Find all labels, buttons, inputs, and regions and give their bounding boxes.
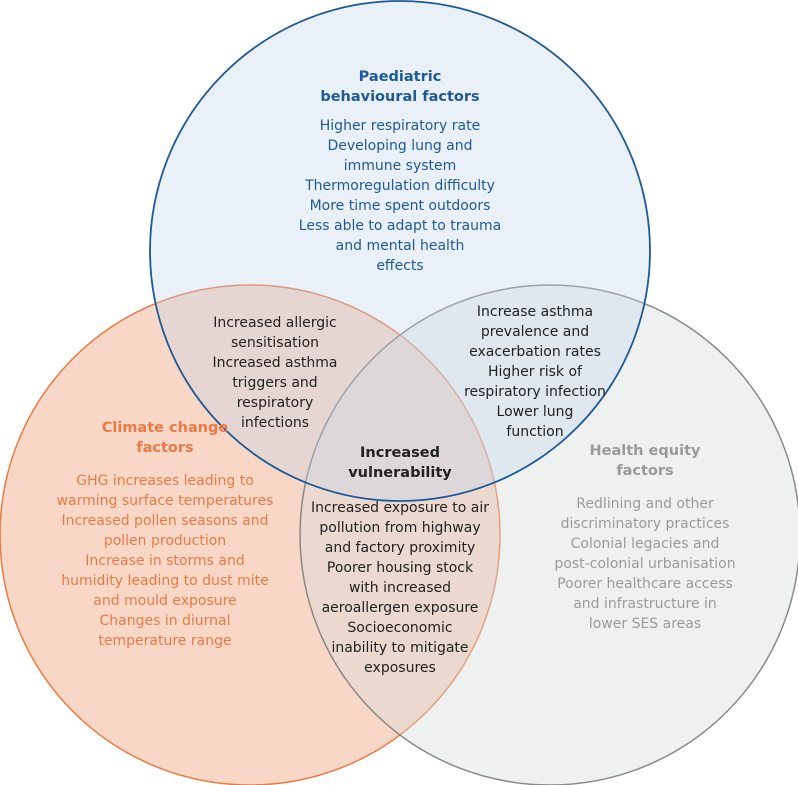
- climate-item: warming surface temperatures: [56, 493, 274, 509]
- health-equity-title: Health equity factors: [589, 443, 701, 479]
- climate-change-title: Climate change factors: [101, 420, 229, 456]
- paediatric-equity-overlap: Increase asthma prevalence and exacerbat…: [464, 304, 606, 440]
- paediatric-circle: [149, 0, 651, 502]
- climate-item: temperature range: [98, 633, 232, 649]
- health-equity-item: discriminatory practices: [560, 516, 730, 532]
- health-equity-item: Poorer healthcare access: [557, 576, 733, 592]
- paediatric-item: Developing lung and: [327, 138, 473, 154]
- health-equity-item: lower SES areas: [588, 616, 702, 632]
- paediatric-item: and mental health: [335, 238, 465, 254]
- paediatric-factors-list: Higher respiratory rate Developing lung …: [250, 116, 550, 276]
- paediatric-item: immune system: [343, 158, 457, 174]
- paediatric-item: Higher respiratory rate: [319, 118, 481, 134]
- paediatric-factors-title: Paediatric behavioural factors: [320, 69, 480, 105]
- health-equity-item: Redlining and other: [576, 496, 714, 512]
- increased-vulnerability-center: Increased vulnerability: [348, 445, 452, 481]
- climate-item: pollen production: [103, 533, 227, 549]
- health-equity-item: post-colonial urbanisation: [554, 556, 736, 572]
- health-equity-item: and infrastructure in: [573, 596, 717, 612]
- climate-item: Increase in storms and: [85, 553, 245, 569]
- climate-change-factors-block: Climate change factors GHG increases lea…: [20, 418, 310, 651]
- paediatric-item: Thermoregulation difficulty: [305, 178, 495, 194]
- health-equity-item: Colonial legacies and: [570, 536, 720, 552]
- climate-item: and mould exposure: [93, 593, 237, 609]
- paediatric-climate-overlap: Increased allergic sensitisation Increas…: [212, 315, 338, 431]
- paediatric-factors-block: Paediatric behavioural factors Higher re…: [250, 67, 550, 276]
- health-equity-factors-block: Health equity factors Redlining and othe…: [505, 441, 785, 634]
- climate-item: GHG increases leading to: [76, 473, 254, 489]
- climate-change-list: GHG increases leading to warming surface…: [20, 471, 310, 651]
- health-equity-list: Redlining and other discriminatory pract…: [505, 494, 785, 634]
- health-equity-circle: [299, 284, 798, 785]
- paediatric-item: Less able to adapt to trauma: [298, 218, 502, 234]
- climate-item: Increased pollen seasons and: [61, 513, 269, 529]
- paediatric-item: effects: [376, 258, 424, 274]
- climate-equity-overlap: Increased exposure to air pollution from…: [310, 500, 490, 676]
- climate-item: humidity leading to dust mite: [61, 573, 269, 589]
- climate-change-circle: [0, 284, 501, 785]
- paediatric-item: More time spent outdoors: [309, 198, 491, 214]
- climate-item: Changes in diurnal: [99, 613, 231, 629]
